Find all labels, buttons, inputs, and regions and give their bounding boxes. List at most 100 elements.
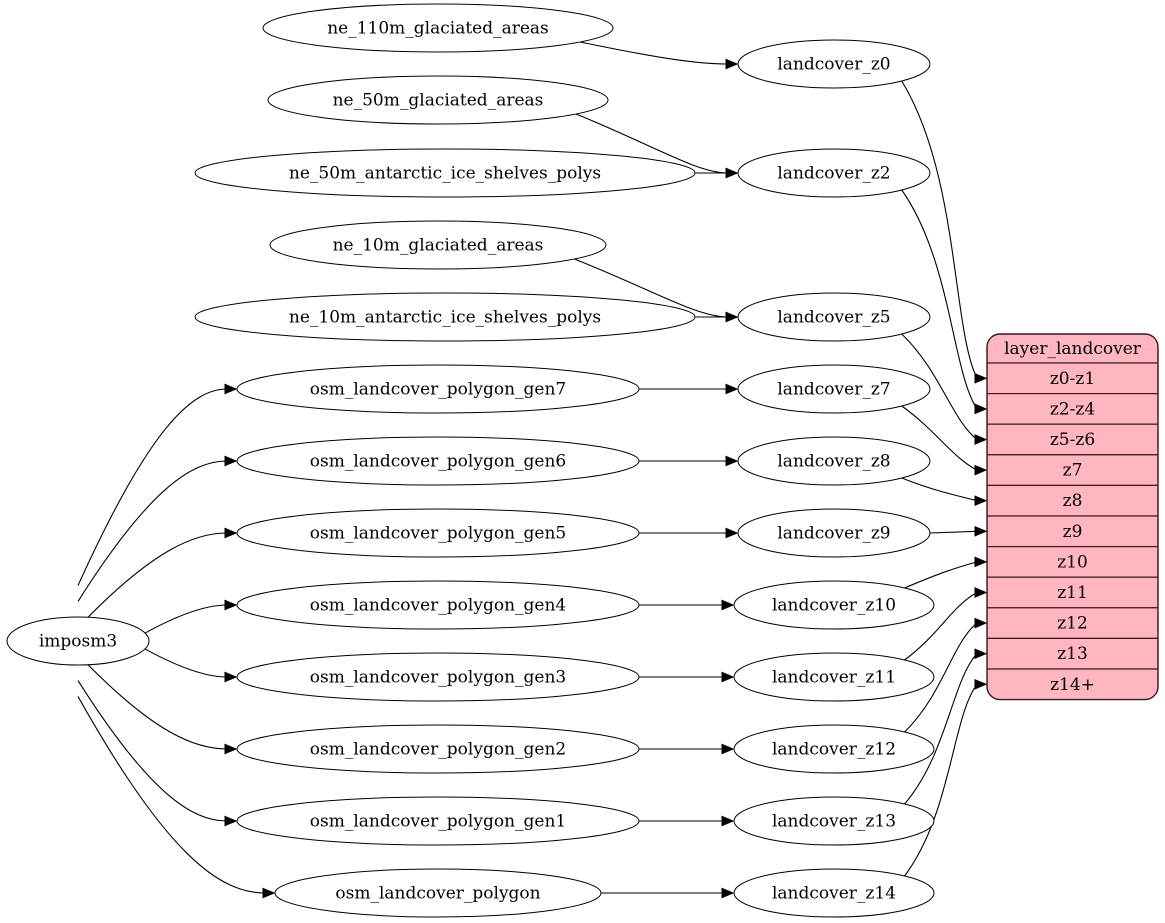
- edge-osm_gen5-to-lc_z9: [639, 527, 739, 539]
- edge-ne10_ice-to-lc_z5: [695, 311, 739, 323]
- node-lc_z7[interactable]: landcover_z7: [737, 364, 931, 414]
- edge-osm_gen6-to-lc_z8: [639, 455, 739, 467]
- node-label-osm_gen1: osm_landcover_polygon_gen1: [310, 812, 566, 832]
- node-lc_z8[interactable]: landcover_z8: [737, 436, 931, 486]
- node-lc_z5[interactable]: landcover_z5: [737, 292, 931, 342]
- node-label-osm_gen4: osm_landcover_polygon_gen4: [310, 596, 566, 616]
- node-ne50_ice[interactable]: ne_50m_antarctic_ice_shelves_polys: [194, 148, 696, 198]
- table-row-label-z12: z12: [1057, 614, 1088, 634]
- node-osm_gen1[interactable]: osm_landcover_polygon_gen1: [236, 796, 640, 846]
- node-lc_z12[interactable]: landcover_z12: [733, 724, 935, 774]
- table-row-label-z14+: z14+: [1050, 675, 1095, 695]
- edge-lc_z7-to-row-z7: [901, 405, 988, 476]
- edge-lc_z14-to-row-z14+: [904, 678, 988, 877]
- table-row-z0-z1[interactable]: z0-z1: [987, 362, 1158, 395]
- node-label-lc_z5: landcover_z5: [777, 308, 890, 328]
- table-row-z13[interactable]: z13: [987, 637, 1158, 670]
- edge-osm_gen2-to-lc_z12: [639, 743, 735, 755]
- node-osm_gen3[interactable]: osm_landcover_polygon_gen3: [236, 652, 640, 702]
- table-row-label-z7: z7: [1063, 461, 1083, 481]
- node-lc_z0[interactable]: landcover_z0: [737, 39, 931, 89]
- node-label-ne50_ice: ne_50m_antarctic_ice_shelves_polys: [289, 164, 601, 184]
- table-row-z11[interactable]: z11: [987, 576, 1158, 609]
- node-ne10_glac[interactable]: ne_10m_glaciated_areas: [269, 220, 607, 270]
- node-label-ne10_glac: ne_10m_glaciated_areas: [333, 236, 544, 256]
- node-lc_z10[interactable]: landcover_z10: [733, 580, 935, 630]
- edge-lc_z9-to-row-z9: [929, 525, 988, 537]
- edges-layer: [77, 41, 988, 899]
- table-row-z5-z6[interactable]: z5-z6: [987, 423, 1158, 456]
- edge-imposm3-to-osm_gen2: [87, 664, 238, 755]
- table-row-label-z2-z4: z2-z4: [1050, 399, 1095, 419]
- node-osm_poly[interactable]: osm_landcover_polygon: [274, 868, 602, 918]
- node-label-lc_z2: landcover_z2: [777, 164, 890, 184]
- edge-imposm3-to-osm_gen5: [87, 527, 238, 618]
- table-header-label: layer_landcover: [1004, 339, 1142, 359]
- node-label-lc_z0: landcover_z0: [777, 55, 890, 75]
- edge-imposm3-to-osm_gen7: [77, 383, 238, 586]
- node-label-ne50_glac: ne_50m_glaciated_areas: [333, 91, 544, 111]
- node-label-osm_gen7: osm_landcover_polygon_gen7: [310, 380, 566, 400]
- edge-imposm3-to-osm_gen4: [144, 599, 238, 634]
- table-row-label-z13: z13: [1057, 644, 1088, 664]
- node-label-ne10_ice: ne_10m_antarctic_ice_shelves_polys: [289, 308, 601, 328]
- table-row-label-z5-z6: z5-z6: [1050, 430, 1095, 450]
- edge-lc_z5-to-row-z5-z6: [901, 333, 988, 445]
- node-osm_gen2[interactable]: osm_landcover_polygon_gen2: [236, 724, 640, 774]
- node-ne110_glac[interactable]: ne_110m_glaciated_areas: [262, 3, 614, 53]
- node-label-lc_z11: landcover_z11: [772, 668, 896, 688]
- table-row-z12[interactable]: z12: [987, 607, 1158, 639]
- table-row-label-z11: z11: [1057, 583, 1088, 603]
- edge-ne110_glac-to-lc_z0: [580, 41, 739, 70]
- edge-osm_gen7-to-lc_z7: [639, 383, 739, 395]
- edge-lc_z0-to-row-z0-z1: [901, 80, 988, 384]
- nodes-layer: imposm3 ne_110m_glaciated_areas ne_50m_gla…: [6, 3, 935, 918]
- table-row-z2-z4[interactable]: z2-z4: [987, 393, 1158, 425]
- node-lc_z13[interactable]: landcover_z13: [733, 796, 935, 846]
- node-label-lc_z8: landcover_z8: [777, 452, 890, 472]
- node-label-osm_gen5: osm_landcover_polygon_gen5: [310, 524, 566, 544]
- edge-osm_gen3-to-lc_z11: [639, 671, 735, 683]
- node-osm_gen5[interactable]: osm_landcover_polygon_gen5: [236, 508, 640, 558]
- node-osm_gen4[interactable]: osm_landcover_polygon_gen4: [236, 580, 640, 630]
- edge-osm_poly-to-lc_z14: [601, 887, 735, 899]
- table-row-z14+[interactable]: z14+: [987, 668, 1158, 700]
- edge-lc_z11-to-row-z11: [904, 587, 988, 661]
- table-row-z9[interactable]: z9: [987, 515, 1158, 548]
- edge-imposm3-to-osm_gen1: [77, 680, 238, 827]
- edge-imposm3-to-osm_poly: [77, 696, 276, 899]
- node-ne50_glac[interactable]: ne_50m_glaciated_areas: [267, 75, 609, 125]
- node-lc_z11[interactable]: landcover_z11: [733, 652, 935, 702]
- node-label-lc_z9: landcover_z9: [777, 524, 890, 544]
- node-label-lc_z10: landcover_z10: [772, 596, 896, 616]
- table-row-z8[interactable]: z8: [987, 484, 1158, 517]
- node-lc_z14[interactable]: landcover_z14: [733, 868, 935, 918]
- node-osm_gen6[interactable]: osm_landcover_polygon_gen6: [236, 436, 640, 486]
- node-lc_z9[interactable]: landcover_z9: [737, 508, 931, 558]
- node-osm_gen7[interactable]: osm_landcover_polygon_gen7: [236, 364, 640, 414]
- node-label-imposm3: imposm3: [39, 632, 117, 652]
- edge-ne50_ice-to-lc_z2: [695, 167, 739, 179]
- edge-lc_z2-to-row-z2-z4: [901, 189, 988, 415]
- table-header-cell: layer_landcover: [987, 334, 1158, 364]
- edge-lc_z12-to-row-z12: [904, 617, 988, 733]
- node-ne10_ice[interactable]: ne_10m_antarctic_ice_shelves_polys: [194, 292, 696, 342]
- table-layer: layer_landcover z0-z1 z2-z4 z5-z6 z7 z8 z9 z10 z…: [986, 333, 1159, 701]
- node-label-osm_gen6: osm_landcover_polygon_gen6: [310, 452, 566, 472]
- edge-lc_z10-to-row-z10: [904, 556, 988, 589]
- table-row-z7[interactable]: z7: [987, 454, 1158, 486]
- node-lc_z2[interactable]: landcover_z2: [737, 148, 931, 198]
- table-row-z10[interactable]: z10: [987, 545, 1158, 578]
- node-label-osm_poly: osm_landcover_polygon: [335, 884, 540, 904]
- node-label-lc_z14: landcover_z14: [772, 884, 896, 904]
- table-row-label-z9: z9: [1063, 522, 1083, 542]
- table-outline: [986, 333, 1159, 701]
- node-imposm3[interactable]: imposm3: [6, 616, 150, 666]
- node-label-ne110_glac: ne_110m_glaciated_areas: [327, 19, 549, 39]
- node-label-lc_z7: landcover_z7: [777, 380, 890, 400]
- node-label-lc_z13: landcover_z13: [772, 812, 896, 832]
- table-row-label-z8: z8: [1063, 491, 1083, 511]
- edge-lc_z13-to-row-z13: [904, 648, 988, 805]
